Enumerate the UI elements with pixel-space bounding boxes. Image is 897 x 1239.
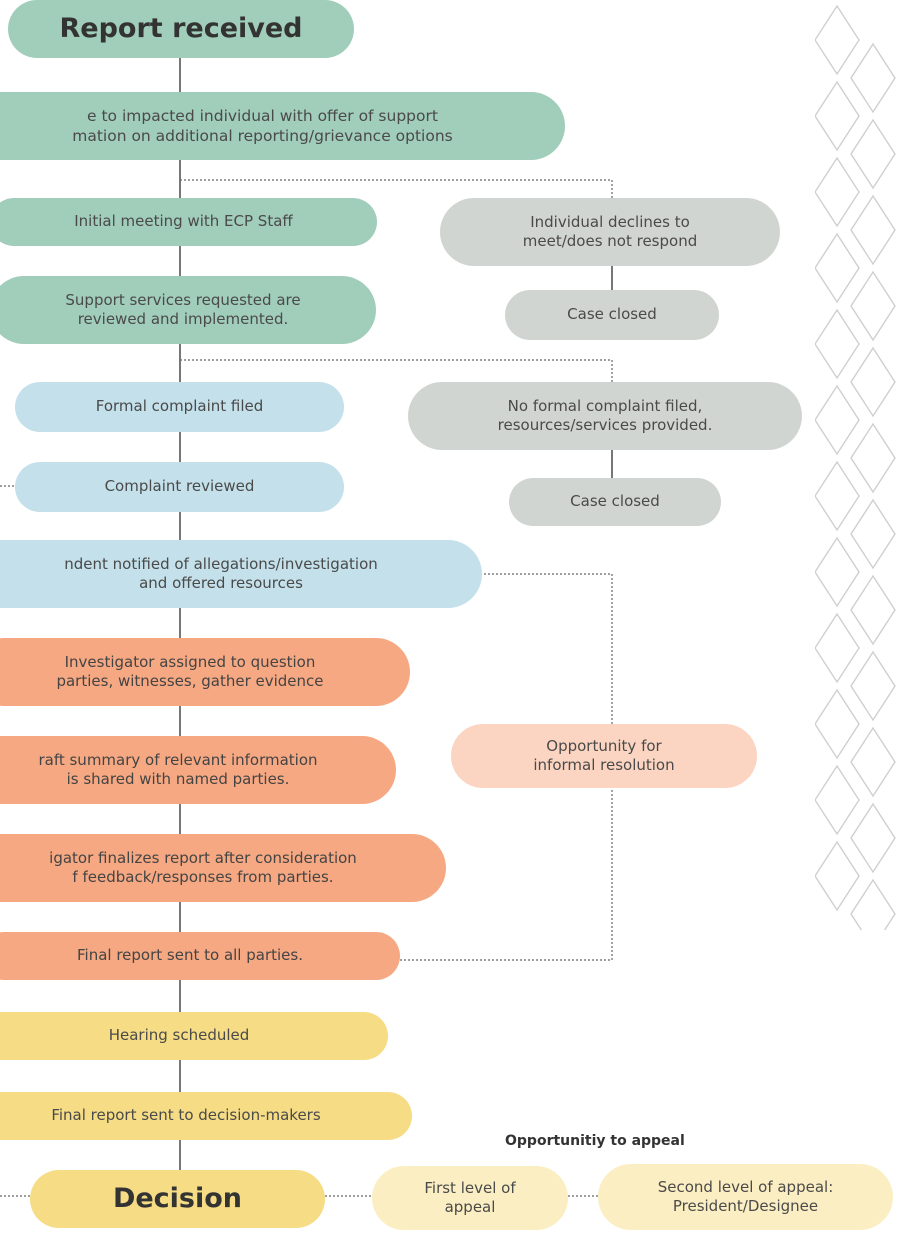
node-hearing-scheduled: Hearing scheduled	[0, 1012, 388, 1060]
appeal-heading: Opportunitiy to appeal	[505, 1133, 685, 1149]
diamond-shape	[815, 840, 860, 912]
node-final-report-decision-makers: Final report sent to decision-makers	[0, 1092, 412, 1140]
diamond-shape	[815, 232, 860, 304]
node-case-closed-1: Case closed	[505, 290, 719, 340]
diamond-shape	[815, 764, 860, 836]
node-decision: Decision	[30, 1170, 325, 1228]
diamond-shape	[815, 688, 860, 760]
node-initial-meeting: Initial meeting with ECP Staff	[0, 198, 377, 246]
diamond-shape	[850, 878, 896, 930]
diamond-shape	[815, 384, 860, 456]
diamond-shape	[850, 498, 896, 570]
diamond-shape	[850, 726, 896, 798]
diamond-shape	[815, 80, 860, 152]
node-first-appeal: First level of appeal	[372, 1166, 568, 1230]
diamond-shape	[850, 42, 896, 114]
diamond-shape	[850, 346, 896, 418]
diamond-shape	[850, 802, 896, 874]
node-case-closed-2: Case closed	[509, 478, 721, 526]
node-outreach: e to impacted individual with offer of s…	[0, 92, 565, 160]
diamond-shape	[815, 460, 860, 532]
diamond-shape	[850, 194, 896, 266]
diamond-shape	[815, 536, 860, 608]
node-individual-declines: Individual declines to meet/does not res…	[440, 198, 780, 266]
diamond-shape	[815, 156, 860, 228]
node-investigator-assigned: Investigator assigned to question partie…	[0, 638, 410, 706]
node-report-received: Report received	[8, 0, 354, 58]
node-formal-complaint: Formal complaint filed	[15, 382, 344, 432]
node-respondent-notified: ndent notified of allegations/investigat…	[0, 540, 482, 608]
diamond-shape	[850, 422, 896, 494]
node-final-report-parties: Final report sent to all parties.	[0, 932, 400, 980]
node-draft-summary: raft summary of relevant information is …	[0, 736, 396, 804]
node-investigator-finalizes: igator finalizes report after considerat…	[0, 834, 446, 902]
node-complaint-reviewed: Complaint reviewed	[15, 462, 344, 512]
node-informal-resolution: Opportunity for informal resolution	[451, 724, 757, 788]
diamond-shape	[850, 118, 896, 190]
diamond-pattern-decoration	[815, 4, 896, 930]
diamond-shape	[815, 4, 860, 76]
diamond-shape	[850, 270, 896, 342]
diamond-shape	[815, 612, 860, 684]
diamond-shape	[850, 574, 896, 646]
diamond-shape	[815, 308, 860, 380]
node-second-appeal: Second level of appeal: President/Design…	[598, 1164, 893, 1230]
node-no-formal-complaint: No formal complaint filed, resources/ser…	[408, 382, 802, 450]
diamond-shape	[850, 650, 896, 722]
node-support-services: Support services requested are reviewed …	[0, 276, 376, 344]
